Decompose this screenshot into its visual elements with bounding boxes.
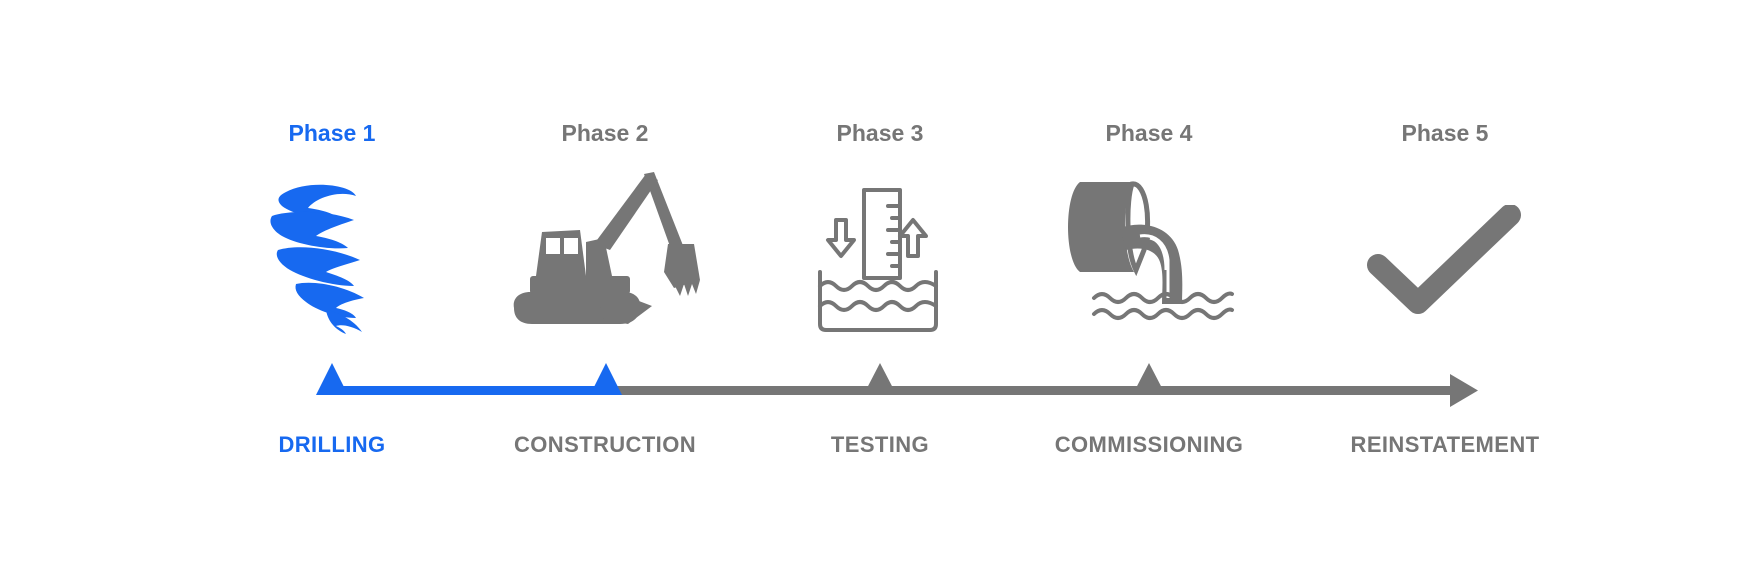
phase-1-marker	[316, 363, 348, 395]
excavator-icon	[513, 172, 700, 324]
stage-label-construction: CONSTRUCTION	[513, 432, 696, 457]
stage-label-testing: TESTING	[830, 432, 930, 457]
timeline-track-completed	[330, 386, 608, 395]
drill-bit-icon	[270, 184, 364, 334]
timeline-arrowhead	[1450, 374, 1478, 407]
phase-3-marker	[866, 363, 894, 390]
stage-label-drilling: DRILLING	[278, 432, 386, 457]
phase-3-label: Phase 3	[836, 120, 924, 146]
stage-label-commissioning: COMMISSIONING	[1054, 432, 1244, 457]
phase-1-label: Phase 1	[288, 120, 376, 146]
phase-2-marker	[590, 363, 622, 395]
phase-4-marker	[1135, 363, 1163, 390]
phase-4-label: Phase 4	[1105, 120, 1193, 146]
water-level-gauge-icon	[818, 188, 938, 332]
checkmark-icon	[1367, 205, 1521, 314]
timeline	[316, 363, 1478, 407]
phase-2-label: Phase 2	[561, 120, 649, 146]
timeline-track-remaining	[606, 386, 1450, 395]
phase-5-label: Phase 5	[1401, 120, 1489, 146]
stage-label-reinstatement: REINSTATEMENT	[1350, 432, 1540, 457]
outfall-pipe-icon	[1068, 181, 1234, 320]
